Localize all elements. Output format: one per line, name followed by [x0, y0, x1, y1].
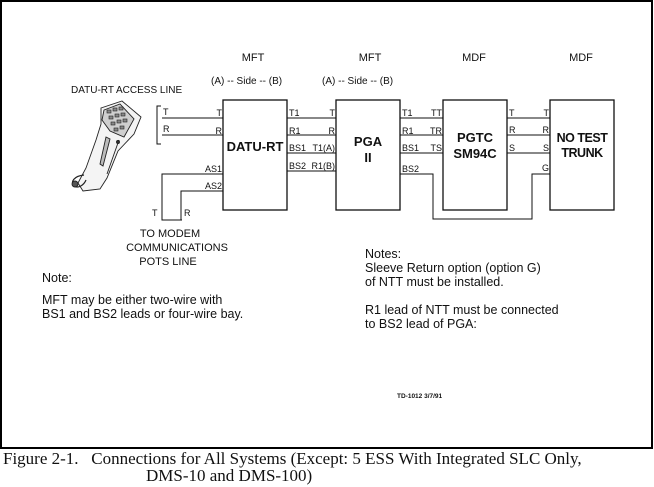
datu-rt-label: DATU-RT — [227, 139, 284, 154]
notes-right-line4: R1 lead of NTT must be connected — [365, 303, 559, 317]
notes-right: Notes: Sleeve Return option (option G) o… — [365, 247, 559, 331]
modem-label-line3: POTS LINE — [139, 256, 196, 268]
datu-in-t-lead: T — [217, 108, 223, 118]
header-mdf-2: MDF — [569, 52, 593, 64]
pga-pgtc-wires — [400, 117, 550, 220]
figure-caption: Figure 2-1. Connections for All Systems … — [3, 450, 653, 484]
pga-ii-box — [335, 99, 401, 211]
no-test-trunk-box — [549, 99, 615, 211]
drawing-id: TD-1012 3/7/91 — [397, 393, 443, 400]
datu-as2-lead: AS2 — [205, 181, 222, 191]
pgtc-sm94c-box — [442, 99, 508, 211]
datu-out-t1-lead: T1 — [289, 108, 300, 118]
notes-right-line5: to BS2 lead of PGA: — [365, 317, 477, 331]
access-r-lead: R — [163, 124, 170, 134]
pga-in-t-lead: T — [330, 108, 336, 118]
pga-out-bs1-lead: BS1 — [402, 143, 419, 153]
caption-line2: DMS-10 and DMS-100) — [146, 466, 313, 485]
note-left-title: Note: — [42, 271, 72, 285]
pgtc-out-r-lead: R — [509, 125, 516, 135]
datu-as1-lead: AS1 — [205, 164, 222, 174]
pga-label-line1: PGA — [354, 134, 383, 149]
pgtc-ntt-wires — [507, 117, 550, 154]
pga-in-r-lead: R — [329, 126, 336, 136]
pga-label-line2: II — [364, 150, 371, 165]
ntt-in-r-lead: R — [543, 125, 550, 135]
pga-in-r1b-lead: R1(B) — [311, 161, 335, 171]
access-line-label: DATU-RT ACCESS LINE — [71, 85, 182, 96]
side-label-2: (A) -- Side -- (B) — [322, 76, 393, 87]
pga-out-r1-lead: R1 — [402, 126, 414, 136]
pgtc-in-ts-lead: TS — [430, 143, 442, 153]
note-left-line2: BS1 and BS2 leads or four-wire bay. — [42, 307, 244, 321]
pgtc-label-line1: PGTC — [457, 130, 494, 145]
header-mft-2: MFT — [359, 52, 382, 64]
datu-out-bs2-lead: BS2 — [289, 161, 306, 171]
pga-out-t1-lead: T1 — [402, 108, 413, 118]
notes-right-title: Notes: — [365, 247, 402, 261]
pgtc-out-t-lead: T — [509, 108, 515, 118]
notes-right-spacer — [365, 289, 559, 303]
note-left-line1: MFT may be either two-wire with — [42, 293, 223, 307]
modem-label-line1: TO MODEM — [140, 228, 200, 240]
note-left: Note: MFT may be either two-wire with BS… — [42, 271, 243, 321]
datu-out-bs1-lead: BS1 — [289, 143, 306, 153]
modem-r-lead: R — [184, 208, 191, 218]
datu-out-r1-lead: R1 — [289, 126, 301, 136]
pgtc-in-tt-lead: TT — [431, 108, 442, 118]
notes-right-line1: Sleeve Return option (option G) — [365, 261, 541, 275]
pgtc-out-s-lead: S — [509, 143, 515, 153]
datu-rt-box — [222, 99, 288, 211]
test-handset-icon — [71, 100, 142, 192]
ntt-in-s-lead: S — [543, 143, 549, 153]
pgtc-label-line2: SM94C — [453, 146, 497, 161]
ntt-in-g-lead: G — [542, 163, 549, 173]
ntt-label-line1: NO TEST — [557, 131, 609, 145]
header-mdf-1: MDF — [462, 52, 486, 64]
ntt-label-line2: TRUNK — [561, 146, 603, 160]
figure-frame — [0, 0, 653, 449]
ntt-in-t-lead: T — [544, 108, 550, 118]
pgtc-in-tr-lead: TR — [430, 126, 442, 136]
datu-in-r-lead: R — [216, 126, 223, 136]
bs2-to-g-wire — [400, 173, 550, 220]
datu-pga-wires — [287, 117, 336, 172]
modem-wires — [161, 173, 223, 221]
modem-t-lead: T — [152, 208, 158, 218]
notes-right-line2: of NTT must be installed. — [365, 275, 504, 289]
access-line-wires — [156, 105, 223, 145]
header-mft-1: MFT — [242, 52, 265, 64]
caption-line1: Figure 2-1. Connections for All Systems … — [3, 449, 582, 468]
access-t-lead: T — [163, 107, 169, 117]
side-label-1: (A) -- Side -- (B) — [211, 76, 282, 87]
pga-out-bs2-lead: BS2 — [402, 164, 419, 174]
pga-in-t1a-lead: T1(A) — [313, 143, 336, 153]
modem-label-line2: COMMUNICATIONS — [126, 242, 228, 254]
